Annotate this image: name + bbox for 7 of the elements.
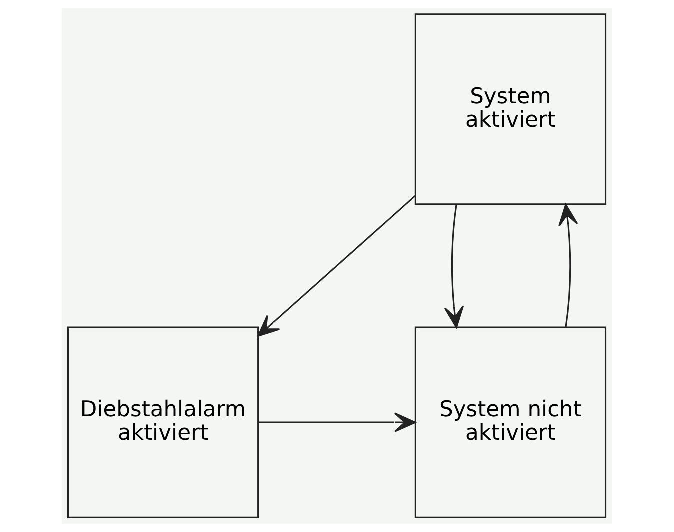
arrow: [444, 204, 464, 328]
node-box: System aktiviert: [414, 14, 607, 206]
arrow: [258, 412, 416, 432]
arrow: [558, 204, 578, 328]
node-box: Diebstahlalarm aktiviert: [67, 326, 260, 518]
arrow: [258, 196, 416, 337]
node-box: System nicht aktiviert: [414, 326, 607, 518]
